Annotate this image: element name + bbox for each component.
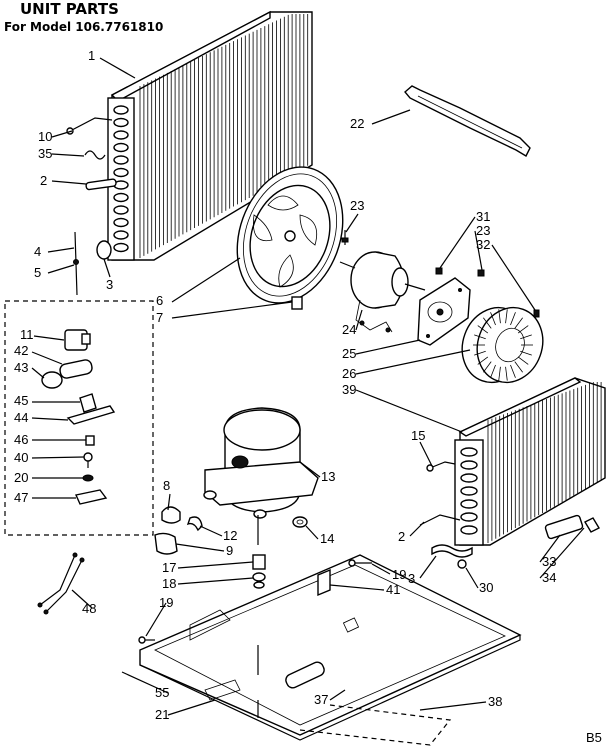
callout-46: 46: [14, 432, 28, 447]
corner-code: B5: [586, 730, 602, 745]
callout-3: 3: [106, 277, 113, 292]
callout-6: 6: [156, 293, 163, 308]
callout-26: 26: [342, 366, 356, 381]
compressor: [203, 407, 319, 545]
callout-47: 47: [14, 490, 28, 505]
screw-19: [138, 559, 372, 644]
gasket-strip: [85, 178, 117, 191]
electrical-parts-group: [4, 300, 154, 536]
callout-48: 48: [82, 601, 96, 616]
callout-5: 5: [34, 265, 41, 280]
drain-pan-clip: [431, 544, 473, 569]
grommet: [292, 516, 308, 528]
shroud-clip: [291, 296, 303, 310]
callout-15: 15: [411, 428, 425, 443]
callout-4: 4: [34, 244, 41, 259]
callout-55: 55: [155, 685, 169, 700]
hardware-nut: [435, 267, 540, 318]
callout-12: 12: [223, 528, 237, 543]
leader-lines: [31, 57, 585, 716]
base-rail: [299, 704, 452, 746]
callout-2: 2: [40, 173, 47, 188]
callout-17: 17: [162, 560, 176, 575]
callout-11: 11: [20, 327, 34, 342]
diagram-title: UNIT PARTS: [20, 0, 119, 18]
callout-23b: 23: [476, 223, 490, 238]
callout-10: 10: [38, 129, 52, 144]
retaining-clip: [186, 516, 203, 532]
callout-31: 31: [476, 209, 490, 224]
callout-20: 20: [14, 470, 28, 485]
filter-strip: [544, 514, 600, 540]
callout-43: 43: [14, 360, 28, 375]
blower-wheel: [461, 306, 544, 384]
callout-32: 32: [476, 237, 490, 252]
callout-3b: 3: [408, 571, 415, 586]
callout-23a: 23: [350, 198, 364, 213]
motor-mount-bracket: [417, 277, 471, 346]
callout-45: 45: [14, 393, 28, 408]
callout-44: 44: [14, 410, 28, 425]
condenser-coil: [454, 377, 606, 546]
screw: [341, 230, 349, 245]
callout-35: 35: [38, 146, 52, 161]
callout-41: 41: [386, 582, 400, 597]
mounting-bracket: [404, 85, 531, 157]
callout-labels: 1 10 35 2 4 5 3 22 23 6 7 31 23 32 24 25…: [14, 48, 556, 722]
callout-39: 39: [342, 382, 356, 397]
callout-25: 25: [342, 346, 356, 361]
mounting-grommet: [252, 554, 266, 589]
callout-42: 42: [14, 343, 28, 358]
tube-strap: [419, 514, 461, 526]
wire-harness: [37, 552, 85, 615]
fitting: [426, 461, 456, 472]
callout-14: 14: [320, 531, 334, 546]
callout-19b: 19: [159, 595, 173, 610]
drain-fitting: [96, 240, 112, 260]
capillary-tube: [73, 231, 79, 296]
callout-2b: 2: [398, 529, 405, 544]
fan-shroud: [236, 166, 344, 304]
clip: [84, 150, 106, 160]
terminal-cover: [161, 506, 181, 524]
callout-30: 30: [479, 580, 493, 595]
callout-40: 40: [14, 450, 28, 465]
callout-1: 1: [88, 48, 95, 63]
callout-33: 33: [542, 554, 556, 569]
callout-21: 21: [155, 707, 169, 722]
callout-34: 34: [542, 570, 556, 585]
fan-motor: [339, 251, 426, 333]
base-pan: [139, 554, 522, 741]
callout-37: 37: [314, 692, 328, 707]
evaporator-coil: [107, 10, 313, 261]
callout-22: 22: [350, 116, 364, 131]
callout-38: 38: [488, 694, 502, 709]
callout-9: 9: [226, 543, 233, 558]
callout-13: 13: [321, 469, 335, 484]
callout-24: 24: [342, 322, 356, 337]
callout-18: 18: [162, 576, 176, 591]
thermostat-bulb-holder: [66, 117, 113, 135]
cover: [154, 532, 178, 555]
model-subtitle: For Model 106.7761810: [4, 20, 163, 34]
callout-19a: 19: [392, 567, 406, 582]
callout-8: 8: [163, 478, 170, 493]
callout-7: 7: [156, 310, 163, 325]
